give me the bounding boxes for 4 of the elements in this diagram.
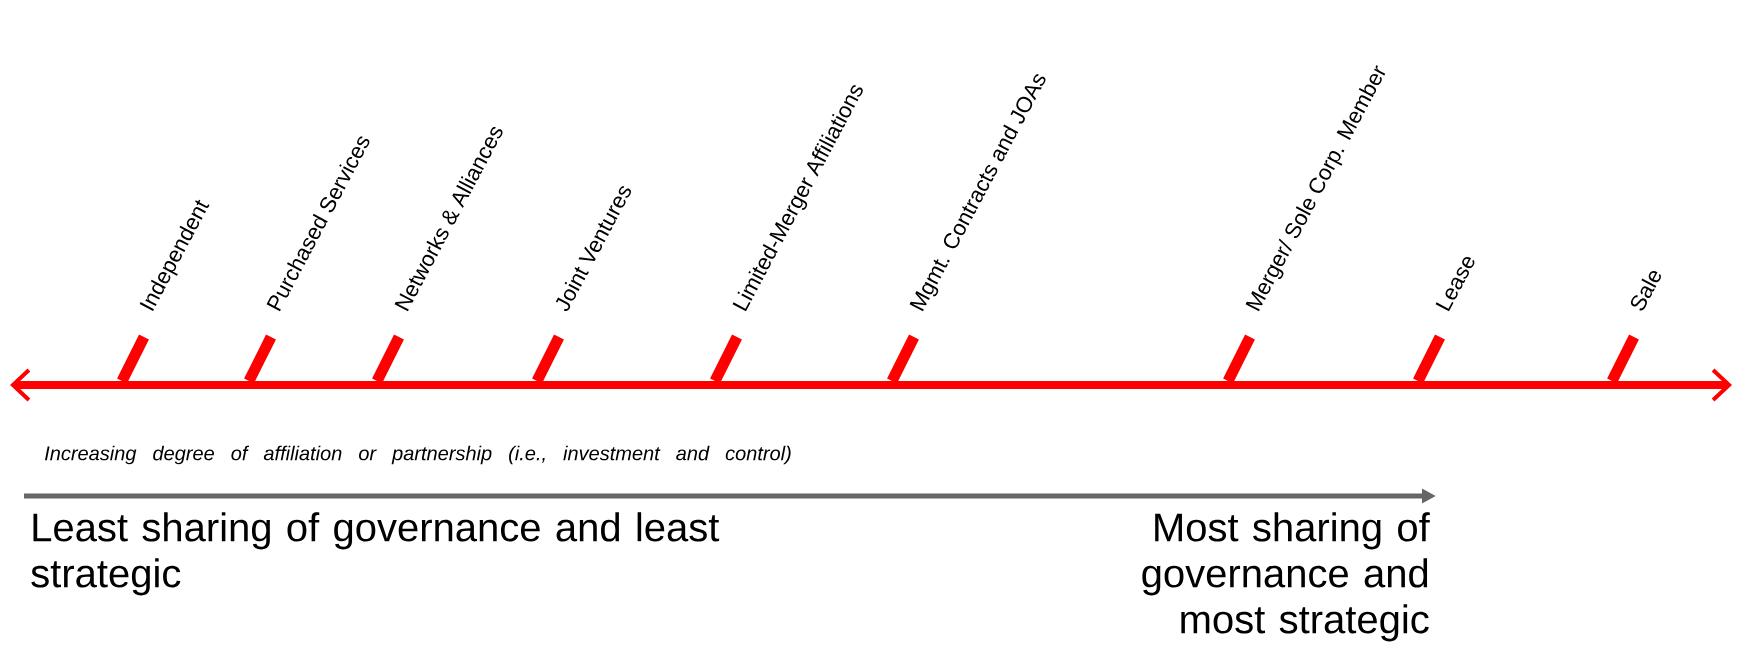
end-label: Least sharing of governance and least strategic	[31, 512, 720, 596]
axis-label: Sale	[1630, 271, 1661, 311]
caption-text: Increasing degree of affiliation or partnership (i.e., investment and control)	[45, 445, 791, 465]
end-label: Most sharing of governance and most strategic	[1142, 512, 1430, 642]
